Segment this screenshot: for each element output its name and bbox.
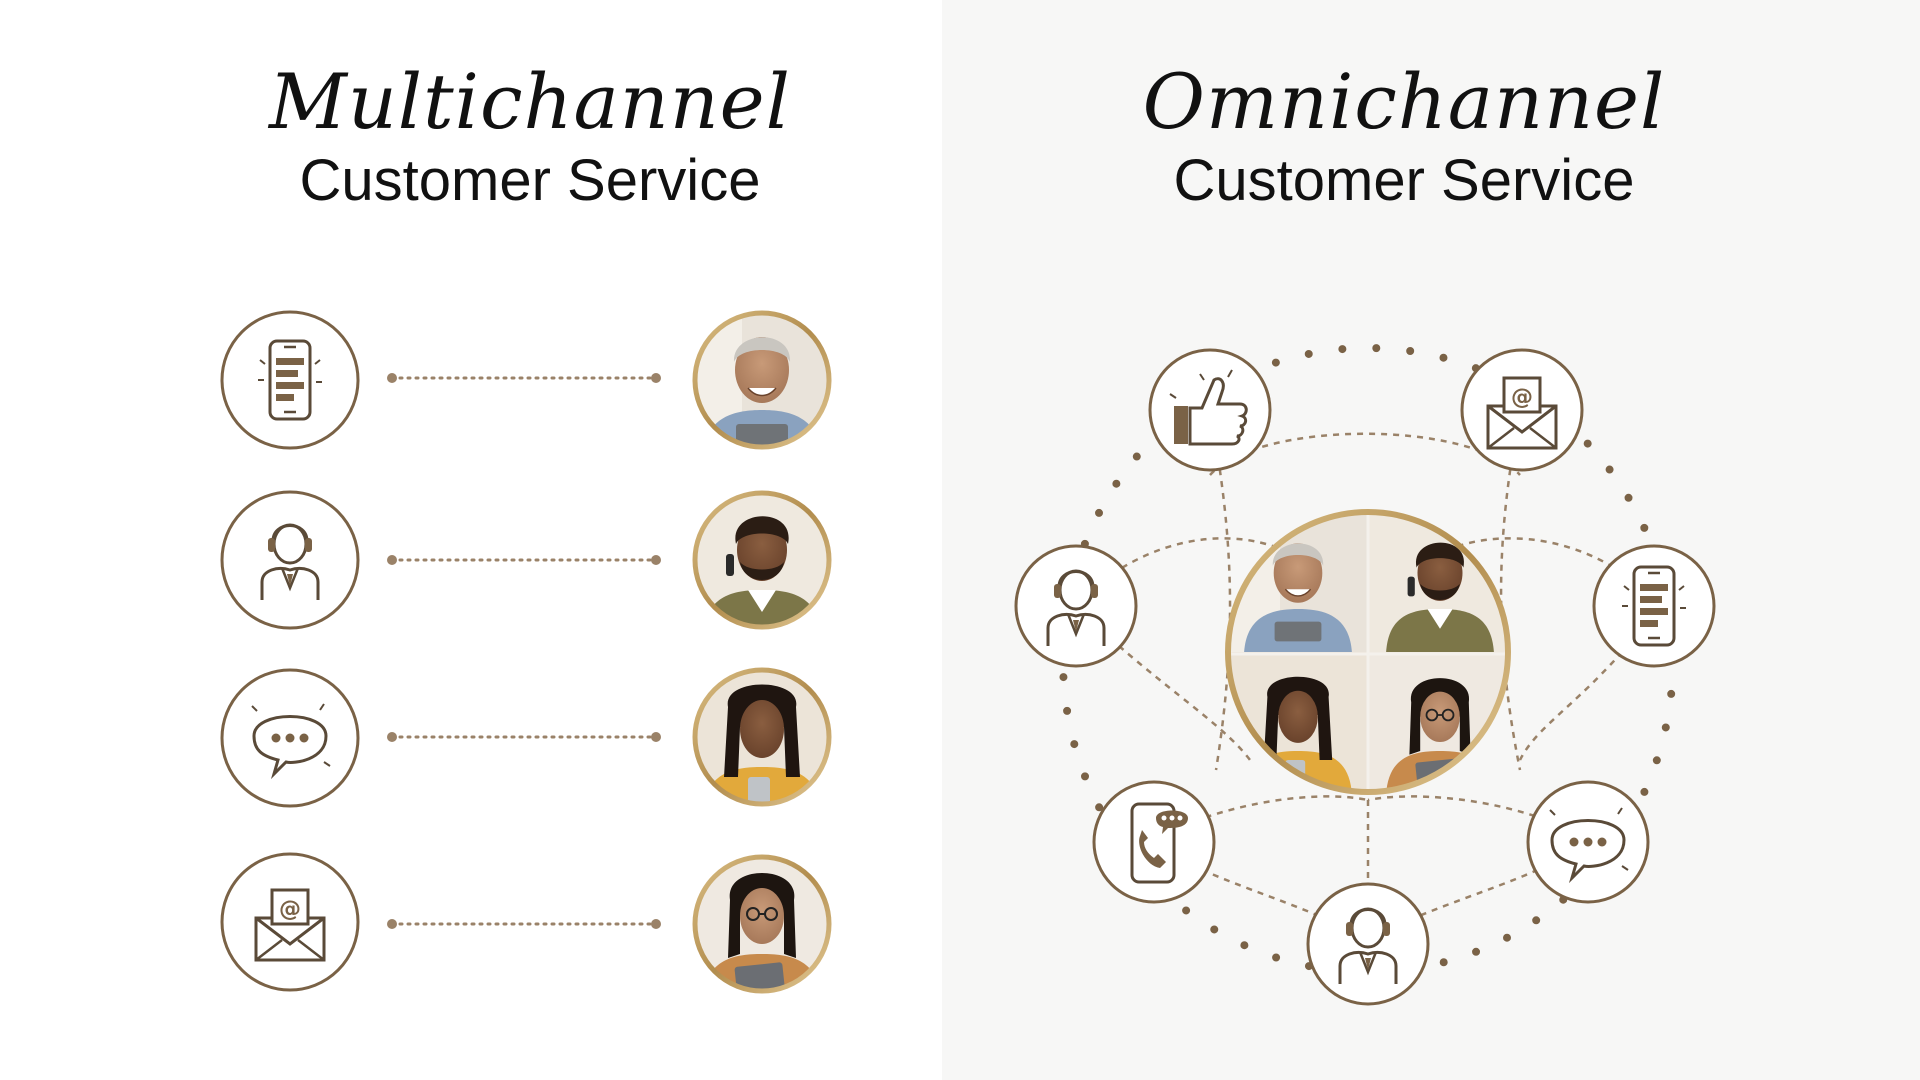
customer-ring [692, 310, 832, 450]
multichannel-subtitle: Customer Service [299, 147, 761, 213]
channel-node [1592, 544, 1716, 668]
channel-node [1306, 882, 1430, 1006]
omnichannel-panel: Omnichannel Customer Service [942, 0, 1920, 1080]
channel-node [1526, 780, 1650, 904]
customer-photo [696, 314, 828, 446]
multichannel-title-block: Multichannel Customer Service [0, 60, 1060, 215]
multichannel-diagram [220, 310, 832, 994]
multichannel-title: Multichannel [269, 57, 791, 146]
channel-row [220, 310, 832, 450]
customer-photo [696, 494, 828, 626]
customer-ring [692, 854, 832, 994]
channel-circle [220, 490, 360, 630]
channel-row [220, 490, 832, 630]
omnichannel-diagram [1014, 344, 1716, 1006]
customer-ring [692, 667, 832, 807]
channel-node [1148, 348, 1272, 472]
customer-hub [1225, 509, 1511, 795]
channel-node [1460, 348, 1584, 472]
customer-ring [692, 490, 832, 630]
customer-photo [696, 671, 828, 803]
channel-row [220, 667, 832, 808]
omnichannel-title-block: Omnichannel Customer Service [942, 60, 1866, 215]
channel-node [1092, 780, 1216, 904]
channel-node [1014, 544, 1138, 668]
channel-row [220, 852, 832, 994]
channel-circle [220, 310, 360, 450]
omnichannel-title: Omnichannel [1142, 57, 1666, 146]
customer-photo [696, 858, 828, 990]
hub-ring [1225, 509, 1511, 795]
omnichannel-subtitle: Customer Service [1173, 147, 1635, 213]
